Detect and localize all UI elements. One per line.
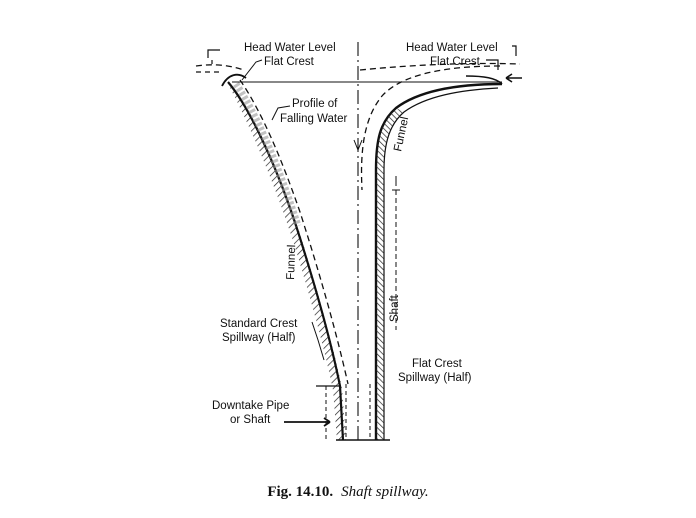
downtake-label-line1: Downtake Pipe [212, 400, 289, 412]
shaft-hatching-right [376, 170, 384, 440]
standard-crest-profile [227, 81, 345, 441]
centre-arrow [353, 139, 363, 151]
standard-crest-hatching [228, 84, 346, 440]
standard-crest-label-line2: Spillway (Half) [222, 332, 296, 344]
funnel-left-label: Funnel [285, 245, 298, 281]
shaft-dimension-tick [392, 176, 400, 191]
figure-caption: Fig. 14.10. Shaft spillway. [267, 483, 428, 500]
left-funnel-shading [233, 82, 302, 228]
right-level-bracket [486, 45, 517, 70]
flat-crest-funnel-hatching [376, 108, 404, 170]
left-flat-crest-label: Flat Crest [264, 56, 315, 68]
right-falling-water-profile [360, 65, 501, 191]
profile-label-line1: Profile of [292, 98, 338, 110]
flat-crest-spillway-label-line1: Flat Crest [412, 358, 463, 370]
left-head-water-level-label: Head Water Level [244, 42, 336, 54]
profile-leader [271, 105, 291, 121]
figure-title: Shaft spillway. [341, 484, 429, 500]
right-crest-cap [465, 75, 503, 85]
left-flat-crest-leader [241, 59, 263, 81]
left-level-bracket [207, 49, 220, 64]
standard-crest-label-line1: Standard Crest [220, 318, 298, 330]
left-falling-water-profile [239, 79, 349, 385]
right-flow-arrow [505, 73, 522, 83]
right-head-water-level-line [359, 62, 521, 71]
profile-label-line2: Falling Water [280, 113, 347, 125]
left-head-water-level-line [195, 64, 245, 71]
shaft-label: Shaft [389, 294, 401, 322]
downtake-arrow [284, 417, 331, 427]
standard-crest-leader [311, 321, 325, 361]
right-head-water-level-label: Head Water Level [406, 42, 498, 54]
right-flat-crest-label: Flat Crest [430, 56, 481, 68]
downtake-label-line2: or Shaft [230, 414, 271, 426]
figure-number: Fig. 14.10. [267, 484, 333, 500]
flat-crest-spillway-label-line2: Spillway (Half) [398, 372, 472, 384]
